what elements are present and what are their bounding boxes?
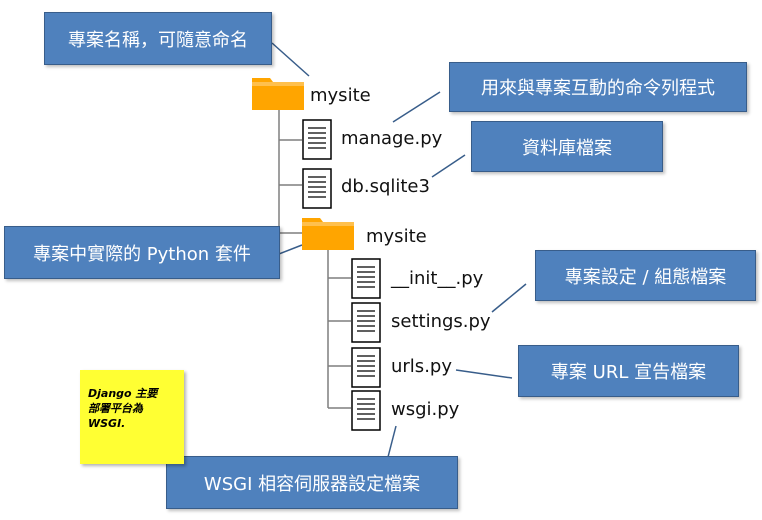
file-label: urls.py [391, 356, 452, 377]
note-line: Django 主要 [88, 387, 158, 400]
package-folder-label: mysite [366, 226, 427, 247]
folder-icon [302, 216, 354, 250]
file-icon [302, 168, 332, 209]
file-label: wsgi.py [391, 399, 460, 420]
file-label: db.sqlite3 [341, 176, 430, 197]
callout-urls: 專案 URL 宣告檔案 [518, 345, 739, 397]
note-line: 部署平台為 [88, 402, 143, 415]
folder-icon [252, 76, 304, 110]
file-label: manage.py [341, 128, 443, 149]
tree-lines [278, 106, 351, 409]
callout-manage-py: 用來與專案互動的命令列程式 [449, 62, 747, 112]
root-folder-label: mysite [310, 85, 371, 106]
callout-wsgi: WSGI 相容伺服器設定檔案 [166, 456, 458, 509]
callout-project-name: 專案名稱，可隨意命名 [44, 12, 272, 65]
file-icon [351, 390, 381, 431]
file-label: __init__.py [391, 268, 484, 289]
file-label: settings.py [391, 311, 491, 332]
sticky-note: Django 主要 部署平台為 WSGI. [80, 370, 184, 464]
callout-settings: 專案設定 / 組態檔案 [535, 250, 756, 301]
callout-database: 資料庫檔案 [471, 121, 663, 172]
file-icon [351, 258, 381, 299]
note-line: WSGI. [88, 417, 126, 430]
file-icon [302, 119, 332, 160]
file-icon [351, 302, 381, 343]
file-icon [351, 347, 381, 388]
connector-lines [260, 42, 527, 458]
callout-python-package: 專案中實際的 Python 套件 [4, 226, 280, 279]
